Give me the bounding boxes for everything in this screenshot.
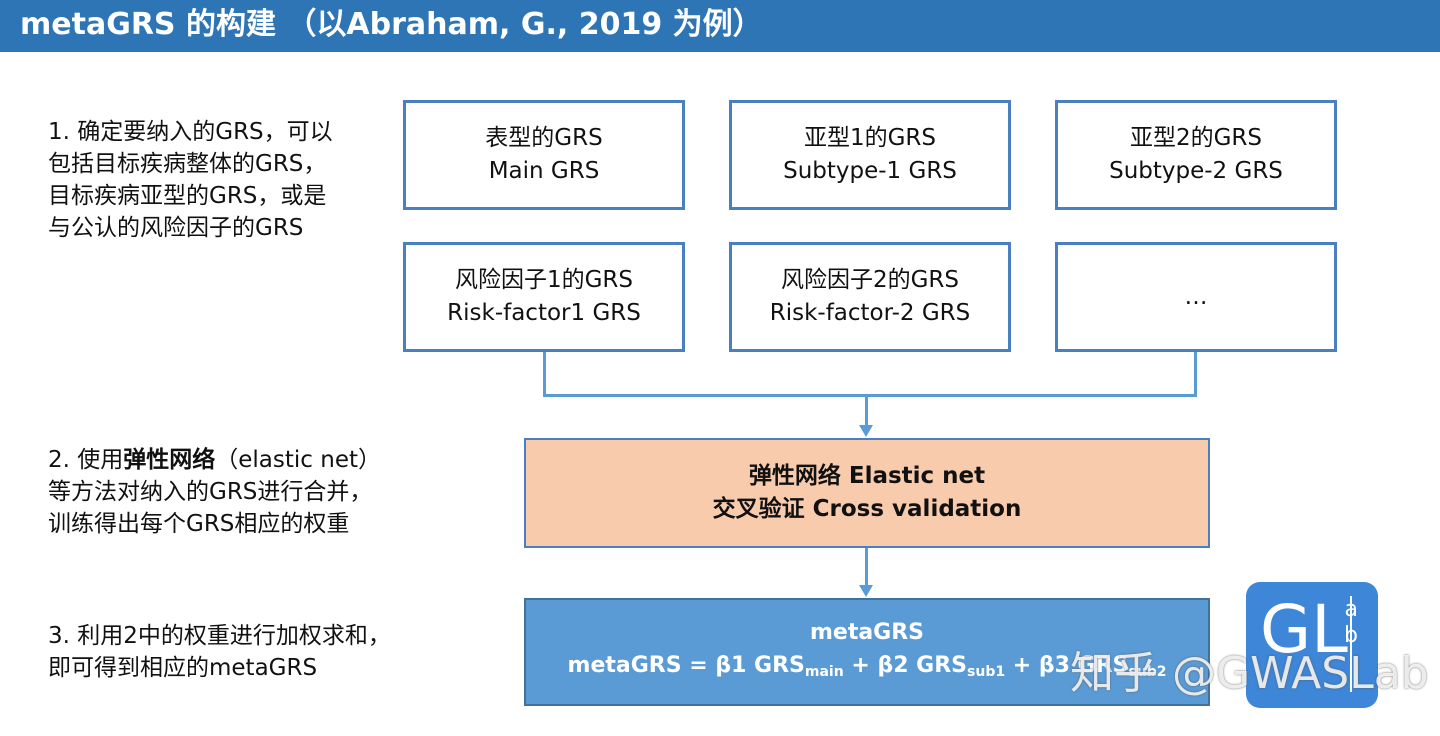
step-1-line: 目标疾病亚型的GRS，或是	[48, 183, 327, 209]
grs-box-en: Subtype-2 GRS	[1109, 158, 1283, 184]
connector-down-1	[865, 394, 868, 426]
step-2-prefix: 2. 使用	[48, 447, 124, 473]
step-3-text: 3. 利用2中的权重进行加权求和， 即可得到相应的metaGRS	[48, 620, 391, 684]
grs-box-risk-factor-2: 风险因子2的GRS Risk-factor-2 GRS	[729, 242, 1011, 352]
step-2-line-1: 2. 使用弹性网络（elastic net）	[48, 444, 381, 476]
grs-box-en: Risk-factor-2 GRS	[769, 300, 971, 326]
formula-part: + β3 GRS	[1005, 652, 1129, 678]
formula-subscript: main	[804, 663, 844, 680]
metagrs-formula: metaGRS = β1 GRSmain + β2 GRSsub1 + β3 G…	[568, 649, 1167, 689]
elastic-net-line-1: 弹性网络 Elastic net	[748, 463, 986, 489]
connector-down-2	[865, 548, 868, 586]
header-bar: metaGRS 的构建 （以Abraham, G., 2019 为例）	[0, 0, 1440, 52]
grs-box-ellipsis: …	[1055, 242, 1337, 352]
formula-part: + β2 GRS	[843, 652, 968, 678]
grs-box-cn: 亚型1的GRS	[803, 125, 937, 151]
grs-box-cn: 风险因子2的GRS	[780, 267, 960, 293]
grs-box-subtype-2: 亚型2的GRS Subtype-2 GRS	[1055, 100, 1337, 210]
connector-right	[1194, 352, 1197, 397]
grs-box-cn: 亚型2的GRS	[1129, 125, 1263, 151]
logo-letter-a: a	[1344, 597, 1358, 622]
page-title: metaGRS 的构建 （以Abraham, G., 2019 为例）	[20, 7, 763, 42]
grs-box-risk-factor-1: 风险因子1的GRS Risk-factor1 GRS	[403, 242, 685, 352]
step-2-keyword: 弹性网络	[123, 447, 216, 473]
step-1-text: 1. 确定要纳入的GRS，可以 包括目标疾病整体的GRS， 目标疾病亚型的GRS…	[48, 116, 333, 244]
step-3-line: 3. 利用2中的权重进行加权求和，	[48, 623, 391, 649]
formula-subscript: sub1	[967, 663, 1006, 680]
logo-divider	[1350, 596, 1352, 692]
elastic-net-box: 弹性网络 Elastic net 交叉验证 Cross validation	[524, 438, 1210, 548]
step-2-line-3: 训练得出每个GRS相应的权重	[48, 511, 350, 537]
formula-part: metaGRS = β1 GRS	[567, 652, 805, 678]
grs-box-main: 表型的GRS Main GRS	[403, 100, 685, 210]
step-3-line: 即可得到相应的metaGRS	[48, 655, 318, 681]
grs-box-cn: 风险因子1的GRS	[454, 267, 634, 293]
step-1-line: 包括目标疾病整体的GRS，	[48, 151, 327, 177]
connector-horizontal	[543, 394, 1197, 397]
step-2-paren: （elastic net）	[215, 447, 381, 473]
gwaslab-logo: GL a b	[1246, 582, 1378, 708]
step-1-line: 1. 确定要纳入的GRS，可以	[48, 119, 333, 145]
metagrs-box: metaGRS metaGRS = β1 GRSmain + β2 GRSsub…	[524, 598, 1210, 706]
grs-box-en: Risk-factor1 GRS	[447, 300, 641, 326]
connector-left	[543, 352, 546, 397]
step-2-text: 2. 使用弹性网络（elastic net） 等方法对纳入的GRS进行合并， 训…	[48, 444, 381, 540]
formula-subscript: sub2	[1128, 663, 1167, 680]
logo-letter-b: b	[1344, 623, 1358, 648]
logo-letters: GL	[1260, 591, 1348, 668]
metagrs-title: metaGRS	[809, 619, 925, 645]
grs-box-en: Subtype-1 GRS	[783, 158, 957, 184]
grs-box-en: …	[1184, 283, 1208, 310]
grs-box-subtype-1: 亚型1的GRS Subtype-1 GRS	[729, 100, 1011, 210]
grs-box-en: Main GRS	[488, 158, 600, 184]
step-1-line: 与公认的风险因子的GRS	[48, 215, 304, 241]
arrow-down-1	[859, 425, 873, 437]
zhihu-watermark: 知乎 @GWASLab	[1070, 648, 1429, 699]
grs-box-cn: 表型的GRS	[485, 125, 603, 151]
elastic-net-line-2: 交叉验证 Cross validation	[712, 496, 1022, 522]
step-2-line-2: 等方法对纳入的GRS进行合并，	[48, 479, 373, 505]
arrow-down-2	[859, 585, 873, 597]
